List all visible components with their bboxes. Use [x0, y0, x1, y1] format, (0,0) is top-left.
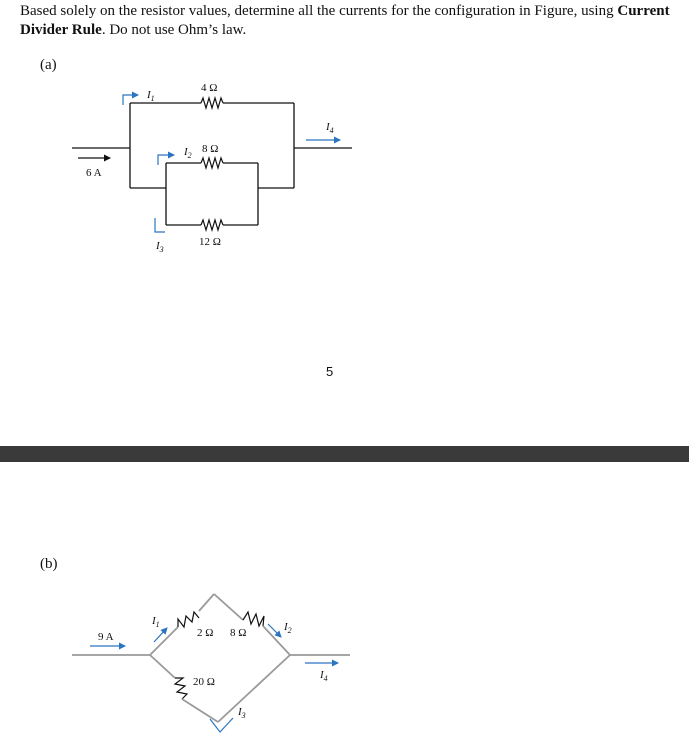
resistor-label-12ohm: 12 Ω [199, 236, 221, 248]
top-wire-2-b [213, 593, 244, 621]
current-arrow-i2-b [267, 623, 282, 638]
current-label-i2-b: I2 [283, 621, 292, 635]
current-arrow-i3-a [154, 218, 165, 233]
current-label-i3-a: I3 [155, 240, 164, 254]
source-current-b: 9 A [98, 631, 114, 643]
top-wire-1-b [198, 593, 215, 612]
resistor-12ohm [200, 217, 224, 233]
source-current-a: 6 A [86, 167, 102, 179]
current-label-i1-a: I1 [146, 89, 155, 103]
lower-wire-2-b [217, 654, 291, 723]
figure-b-label: (b) [40, 556, 58, 572]
current-label-i1-b: I1 [151, 615, 160, 629]
current-arrow-i3-b [209, 717, 234, 733]
resistor-label-2ohm: 2 Ω [197, 627, 213, 639]
resistor-20ohm [173, 677, 189, 700]
figure-a-label: (a) [40, 57, 57, 73]
current-arrow-i1-a [122, 91, 139, 105]
current-label-i4-b: I4 [319, 669, 328, 683]
resistor-8ohm-b [242, 610, 265, 628]
figure-a-circuit: 6 A 4 Ω 8 Ω 12 Ω I1 I2 I3 I4 [72, 82, 352, 254]
branch-upper-right-b [262, 625, 291, 656]
current-label-i4-a: I4 [325, 121, 334, 135]
figure-b-circuit: 9 A 2 Ω 8 Ω 20 Ω I1 I2 I3 I4 [72, 593, 350, 733]
resistor-label-8ohm-b: 8 Ω [230, 627, 246, 639]
page-number: 5 [326, 364, 334, 379]
current-label-i2-a: I2 [183, 146, 192, 160]
resistor-label-20ohm: 20 Ω [193, 676, 215, 688]
problem-bold-term: Current Divider Rule [20, 3, 670, 38]
resistor-label-4ohm: 4 Ω [201, 82, 217, 94]
current-arrow-i1-b [153, 627, 168, 643]
current-label-i3-b: I3 [237, 706, 246, 720]
lower-wire-1-b [181, 698, 219, 723]
current-arrow-i2-a [157, 151, 175, 165]
resistor-4ohm [200, 95, 224, 111]
problem-text-start: Based solely on the resistor values, det… [20, 3, 618, 19]
resistor-2ohm [177, 610, 200, 629]
page-separator [0, 446, 689, 462]
resistor-8ohm [200, 155, 224, 171]
problem-text-end: . Do not use Ohm’s law. [101, 22, 247, 38]
branch-upper-left-b [149, 626, 179, 656]
branch-lower-left-b [149, 654, 176, 679]
resistor-label-8ohm: 8 Ω [202, 143, 218, 155]
problem-statement: Based solely on the resistor values, det… [20, 2, 680, 40]
